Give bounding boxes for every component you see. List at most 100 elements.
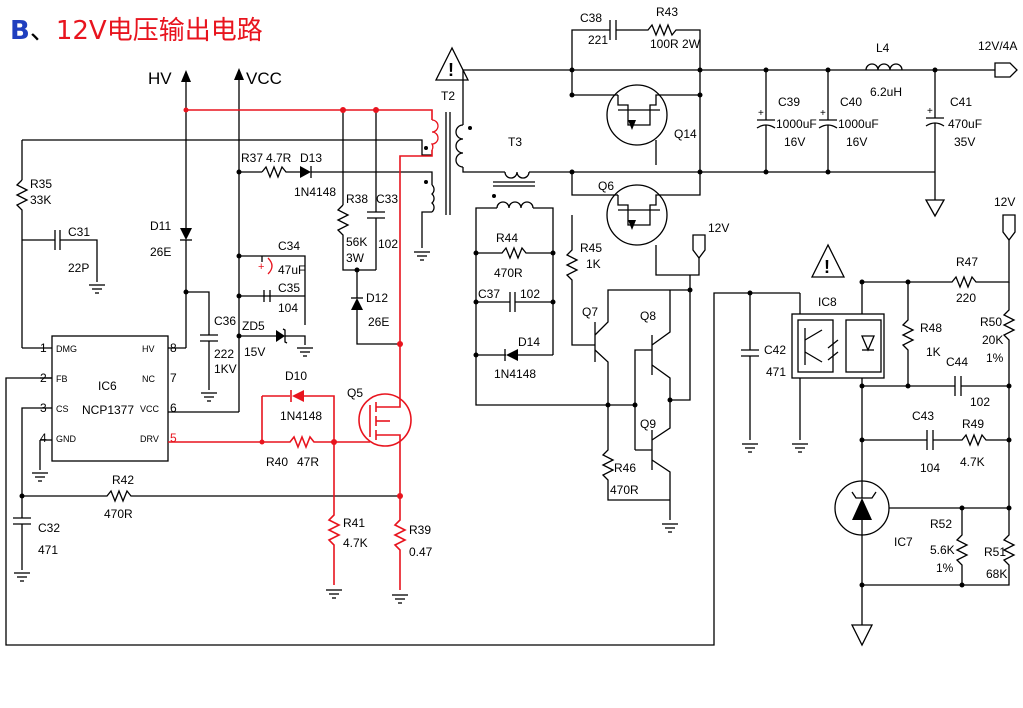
hv-arrow-icon — [181, 70, 191, 82]
svg-text:HV: HV — [142, 344, 155, 354]
c33-value: 102 — [378, 237, 398, 251]
r49-value: 4.7K — [960, 455, 985, 469]
c31-value: 22P — [68, 261, 89, 275]
r42-value: 470R — [104, 507, 133, 521]
svg-text:CS: CS — [56, 404, 69, 414]
c32-label: C32 — [38, 521, 60, 535]
transformers: ! T2 T3 R44 470R C37 102 D14 1N4148 — [424, 46, 995, 406]
d13-label: D13 — [300, 151, 322, 165]
hv-label: HV — [148, 69, 172, 88]
svg-text:NC: NC — [142, 374, 155, 384]
r46-value: 470R — [610, 483, 639, 497]
c34-label: C34 — [278, 239, 300, 253]
d10-value: 1N4148 — [280, 409, 322, 423]
r39-label: R39 — [409, 523, 431, 537]
svg-text:5: 5 — [170, 431, 177, 445]
r47-label: R47 — [956, 255, 978, 269]
c34-value: 47uF — [278, 263, 305, 277]
l4-label: L4 — [876, 41, 890, 55]
c35-label: C35 — [278, 281, 300, 295]
zd5-value: 15V — [244, 345, 265, 359]
c41-rating: 35V — [954, 135, 975, 149]
r40-value: 47R — [297, 455, 319, 469]
q14-mosfet-icon — [606, 84, 668, 146]
title-text: 12V电压输出电路 — [55, 16, 263, 46]
c42-value: 471 — [766, 365, 786, 379]
r48-label: R48 — [920, 321, 942, 335]
svg-text:8: 8 — [170, 341, 177, 355]
r44-label: R44 — [496, 231, 518, 245]
d13-diode-icon — [300, 166, 311, 178]
page-title: B、12V电压输出电路 — [10, 10, 263, 47]
d10-label: D10 — [285, 369, 307, 383]
c40-value: 1000uF — [838, 117, 879, 131]
c43-value: 104 — [920, 461, 940, 475]
r48-resistor — [901, 282, 915, 386]
sync-rectifier: C38 221 R43 100R 2W Q14 Q6 12V R45 1K Q7… — [565, 5, 729, 533]
l4-value: 6.2uH — [870, 85, 902, 99]
ground-triangle-icon — [924, 199, 946, 218]
vcc-label: VCC — [246, 69, 282, 88]
svg-text:7: 7 — [170, 371, 177, 385]
r37-label: R37 — [241, 151, 263, 165]
ic6-part: NCP1377 — [82, 403, 134, 417]
d12-value: 26E — [368, 315, 389, 329]
c41-value: 470uF — [948, 117, 982, 131]
ic6-name: IC6 — [98, 379, 117, 393]
svg-text:!: ! — [448, 60, 454, 80]
svg-text:VCC: VCC — [140, 404, 160, 414]
c32-value: 471 — [38, 543, 58, 557]
r38-resistor — [336, 204, 376, 271]
r50-label: R50 — [980, 315, 1002, 329]
r43-resistor — [616, 23, 701, 70]
ic8-optocoupler — [791, 313, 885, 379]
feedback-network: C42 471 ! IC8 12V R47 220 R48 1K R50 20K… — [741, 195, 1016, 647]
q7-label: Q7 — [582, 305, 598, 319]
t3-label: T3 — [508, 135, 522, 149]
r39-resistor — [393, 496, 407, 590]
r51-value: 68K — [986, 567, 1007, 581]
d11-diode-icon — [180, 228, 192, 240]
q9-label: Q9 — [640, 417, 656, 431]
r42-label: R42 — [112, 473, 134, 487]
r50-resistor — [1002, 282, 1016, 510]
v12-label-b: 12V — [994, 195, 1015, 209]
zd5-label: ZD5 — [242, 319, 265, 333]
r46-label: R46 — [614, 461, 636, 475]
d14-label: D14 — [518, 335, 540, 349]
r46-resistor — [601, 405, 670, 501]
svg-text:GND: GND — [56, 434, 77, 444]
q6-label: Q6 — [598, 179, 614, 193]
r39-value: 0.47 — [409, 545, 433, 559]
ic7-label: IC7 — [894, 535, 913, 549]
r40-label: R40 — [266, 455, 288, 469]
r38-value: 56K — [346, 235, 367, 249]
r45-label: R45 — [580, 241, 602, 255]
c39-label: C39 — [778, 95, 800, 109]
d14-value: 1N4148 — [494, 367, 536, 381]
c39-rating: 16V — [784, 135, 805, 149]
c36-value: 222 — [214, 347, 234, 361]
q8-label: Q8 — [640, 309, 656, 323]
q14-label: Q14 — [674, 127, 697, 141]
svg-text:4: 4 — [40, 431, 47, 445]
c38-value: 221 — [588, 33, 608, 47]
c31-label: C31 — [68, 225, 90, 239]
c43-label: C43 — [912, 409, 934, 423]
c37-label: C37 — [478, 287, 500, 301]
r51-resistor — [962, 508, 1016, 586]
svg-text:+: + — [927, 106, 933, 117]
r35-value: 33K — [30, 193, 51, 207]
r37-resistor — [261, 165, 300, 179]
r37-value: 4.7R — [266, 151, 292, 165]
r52-resistor — [862, 508, 969, 586]
svg-text:+: + — [258, 261, 264, 273]
t2-label: T2 — [441, 89, 455, 103]
c36-label: C36 — [214, 314, 236, 328]
r35-label: R35 — [30, 177, 52, 191]
d11-label: D11 — [150, 219, 171, 233]
r35-resistor — [15, 179, 29, 240]
svg-text:FB: FB — [56, 374, 68, 384]
